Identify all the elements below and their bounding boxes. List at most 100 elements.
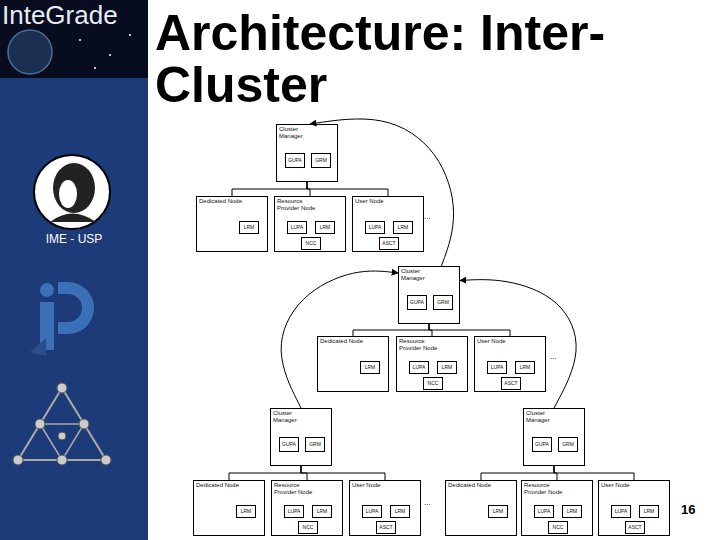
component-box: LUPA <box>611 505 631 518</box>
component-label: ASCT <box>379 525 392 530</box>
tree-connector <box>307 182 388 196</box>
triangle-node <box>35 419 45 429</box>
component-label: GUPA <box>410 300 424 305</box>
component-label: NCC <box>428 381 439 386</box>
component-label: LUPA <box>413 365 426 370</box>
tree-connector <box>429 324 510 336</box>
component-label: LRM <box>442 365 453 370</box>
star-dot <box>129 34 131 36</box>
node-heading: Dedicated Node <box>197 197 267 206</box>
triangle-logo <box>18 388 106 460</box>
component-box: LUPA <box>287 221 307 234</box>
node-heading: Resource Provider Node <box>522 481 570 496</box>
component-label: LUPA <box>615 509 628 514</box>
component-label: NCC <box>306 241 317 246</box>
triangle-node <box>58 432 66 440</box>
component-label: LUPA <box>291 225 304 230</box>
node-heading: User Node <box>475 337 545 346</box>
component-label: ASCT <box>382 241 395 246</box>
star-dot <box>109 54 111 56</box>
logo-band <box>0 0 148 78</box>
component-box: GUPA <box>279 437 299 452</box>
star-dot <box>79 39 81 41</box>
triangle-node <box>13 455 23 465</box>
component-label: GUPA <box>282 442 296 447</box>
component-label: LRM <box>365 365 376 370</box>
node-heading: Cluster Manager <box>524 409 562 424</box>
component-box: LUPA <box>487 361 507 374</box>
component-label: GRM <box>315 158 327 163</box>
component-label: NCC <box>303 525 314 530</box>
hierarchy-arc <box>460 280 576 408</box>
node-box: Cluster ManagerGUPA GRM <box>523 408 585 466</box>
sidebar-band <box>0 0 148 540</box>
component-box: LRM <box>515 361 535 374</box>
component-label: LRM <box>241 509 252 514</box>
component-box: LRM <box>315 221 335 234</box>
component-box: LRM <box>488 505 508 518</box>
component-label: GRM <box>562 442 574 447</box>
node-heading: User Node <box>599 481 669 490</box>
node-box: User NodeLUPALRMASCT <box>474 336 546 392</box>
component-box: NCC <box>298 521 318 534</box>
component-box: LRM <box>562 505 582 518</box>
ellipsis-mark: ... <box>424 498 431 507</box>
globe-symbol <box>8 30 52 74</box>
component-label: LUPA <box>538 509 551 514</box>
node-heading: Cluster Manager <box>271 409 309 424</box>
component-label: LUPA <box>369 225 382 230</box>
node-box: User NodeLUPALRMASCT <box>349 480 421 536</box>
node-heading: Resource Provider Node <box>275 197 323 212</box>
component-box: ASCT <box>625 521 645 534</box>
star-dot <box>94 67 96 69</box>
component-box: NCC <box>548 521 568 534</box>
tree-connector <box>229 466 301 480</box>
triangle-node <box>57 455 67 465</box>
portrait-face <box>59 180 77 208</box>
node-heading: Cluster Manager <box>277 125 315 140</box>
triangle-node <box>101 455 111 465</box>
ip-logo-dot <box>40 283 54 297</box>
portrait-shoulders <box>50 214 96 223</box>
component-label: LRM <box>567 509 578 514</box>
tree-connector <box>307 182 310 196</box>
node-box: Cluster ManagerGUPAGRM <box>398 266 460 324</box>
component-box: LRM <box>393 221 413 234</box>
component-label: NCC <box>553 525 564 530</box>
node-box: Resource Provider NodeLUPA LRM NCC <box>274 196 346 252</box>
ellipsis-mark: ... <box>424 212 431 221</box>
node-box: Dedicated NodeLRM <box>445 480 517 536</box>
tree-connector <box>554 466 634 480</box>
node-heading: Cluster Manager <box>399 267 437 282</box>
portrait-head <box>53 163 95 213</box>
component-label: LRM <box>493 509 504 514</box>
component-box: LRM <box>390 505 410 518</box>
node-box: Dedicated NodeLRM <box>193 480 265 536</box>
portrait-logo <box>34 155 110 229</box>
component-box: GRM <box>558 437 578 452</box>
component-box: LRM <box>437 361 457 374</box>
component-box: LRM <box>360 361 380 374</box>
component-label: LRM <box>395 509 406 514</box>
component-label: LUPA <box>491 365 504 370</box>
component-label: LRM <box>520 365 531 370</box>
component-box: ASCT <box>379 237 399 250</box>
component-label: GUPA <box>288 158 302 163</box>
component-label: LRM <box>244 225 255 230</box>
node-heading: Resource Provider Node <box>272 481 320 496</box>
node-box: User NodeLUPALRMASCT <box>598 480 670 536</box>
component-box: ASCT <box>376 521 396 534</box>
node-heading: Resource Provider Node <box>397 337 445 352</box>
triangle-node <box>79 419 89 429</box>
component-box: GUPA <box>532 437 552 452</box>
component-box: LUPA <box>284 505 304 518</box>
triangle-node <box>57 383 67 393</box>
tree-connector <box>301 466 385 480</box>
component-box: LUPA <box>362 505 382 518</box>
node-box: User NodeLUPALRMASCT <box>352 196 424 252</box>
component-box: GRM <box>305 437 325 452</box>
component-box: LUPA <box>365 221 385 234</box>
node-box: Resource Provider NodeLUPA LRM NCC <box>521 480 593 536</box>
tree-connector <box>353 324 429 336</box>
